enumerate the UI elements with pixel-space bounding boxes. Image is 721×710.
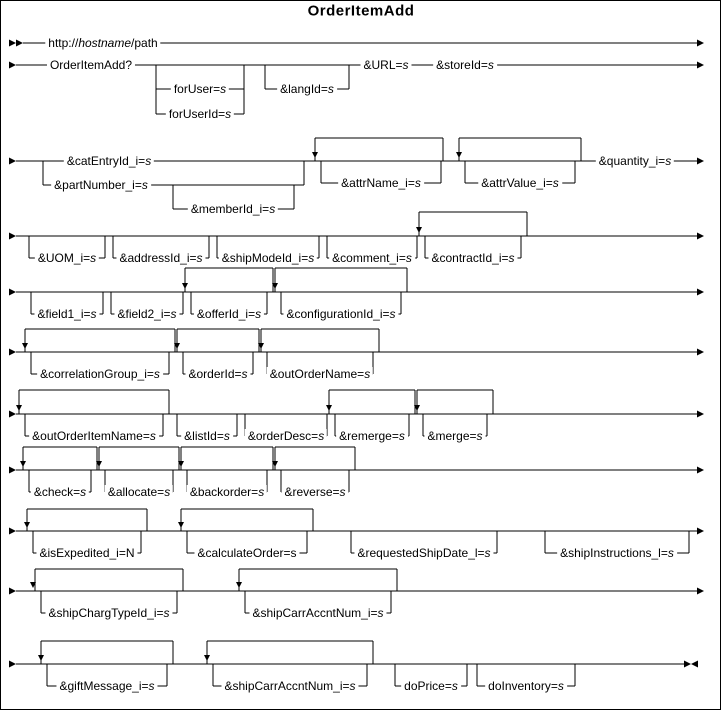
param-forUser: forUser=s — [170, 82, 230, 96]
param-shipCarrAccntNum-1: &shipCarrAccntNum_i=s — [249, 606, 387, 620]
param-langId: &langId=s — [277, 82, 337, 96]
param-partNumber: &partNumber_i=s — [51, 178, 151, 192]
param-url: http://hostname/path — [45, 36, 161, 50]
param-calculateOrder: &calculateOrder=s — [194, 546, 300, 560]
param-giftMessage: &giftMessage_i=s — [56, 679, 158, 693]
param-configurationId: &configurationId_i=s — [283, 307, 399, 321]
param-isExpedited: &isExpedited_i=N — [36, 546, 138, 560]
param-catEntryId: &catEntryId_i=s — [63, 154, 155, 168]
param-forUserId: forUserId=s — [165, 107, 235, 121]
param-comment: &comment_i=s — [329, 251, 415, 265]
param-attrName: &attrName_i=s — [338, 176, 424, 190]
param-contractId: &contractId_i=s — [428, 251, 518, 265]
param-field1: &field1_i=s — [34, 307, 100, 321]
param-shipCarrAccntNum-2: &shipCarrAccntNum_i=s — [221, 679, 359, 693]
param-reverse: &reverse=s — [281, 485, 349, 499]
param-correlationGroup: &correlationGroup_i=s — [37, 367, 163, 381]
param-command: OrderItemAdd? — [46, 58, 136, 72]
param-storeId: &storeId=s — [433, 58, 497, 72]
param-orderDesc: &orderDesc=s — [244, 429, 328, 443]
param-UOM: &UOM_i=s — [34, 251, 100, 265]
param-offerId: &offerId_i=s — [193, 307, 265, 321]
diagram-arrowheads — [9, 39, 704, 668]
param-requestedShipDate: &requestedShipDate_l=s — [354, 546, 494, 560]
diagram-lines — [16, 42, 697, 687]
param-orderId: &orderId=s — [185, 367, 251, 381]
param-quantity: &quantity_i=s — [595, 154, 675, 168]
param-outOrderName: &outOrderName=s — [266, 367, 374, 381]
param-doInventory: doInventory=s — [485, 679, 567, 693]
param-remerge: &remerge=s — [336, 429, 408, 443]
diagram-title: OrderItemAdd — [299, 2, 423, 20]
param-attrValue: &attrValue_i=s — [478, 176, 562, 190]
param-backorder: &backorder=s — [186, 485, 268, 499]
param-memberId: &memberId_i=s — [187, 202, 279, 216]
param-shipChargTypeId: &shipChargTypeId_i=s — [45, 606, 173, 620]
param-URL: &URL=s — [360, 58, 412, 72]
param-addressId: &addressId_i=s — [116, 251, 206, 265]
param-shipInstructions: &shipInstructions_l=s — [557, 546, 677, 560]
param-allocate: &allocate=s — [104, 485, 174, 499]
param-doPrice: doPrice=s — [401, 679, 461, 693]
param-shipModeId: &shipModeId_i=s — [218, 251, 318, 265]
param-listId: &listId=s — [181, 429, 233, 443]
param-check: &check=s — [30, 485, 90, 499]
param-merge: &merge=s — [424, 429, 486, 443]
param-outOrderItemName: &outOrderItemName=s — [29, 429, 159, 443]
param-field2: &field2_i=s — [114, 307, 180, 321]
